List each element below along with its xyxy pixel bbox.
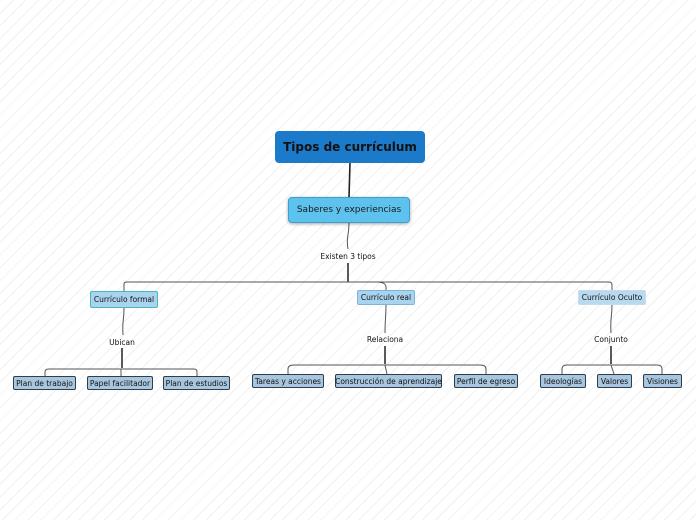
type-node-formal-label: Currículo formal xyxy=(93,295,155,304)
main-node-label: Saberes y experiencias xyxy=(296,205,402,215)
leaf-node-formal-2[interactable]: Papel facilitador xyxy=(87,376,153,390)
connector-real-branch xyxy=(287,364,487,374)
leaf-node-label: Plan de estudios xyxy=(165,378,228,388)
leaf-node-oculto-2[interactable]: Valores xyxy=(597,374,632,388)
connector-formal-relation xyxy=(122,307,125,336)
main-relation-label: Existen 3 tipos xyxy=(320,252,376,261)
connector-oculto-mid xyxy=(610,364,615,375)
connector-type-bus xyxy=(123,281,613,291)
root-node[interactable]: Tipos de currículum xyxy=(275,131,425,163)
leaf-node-real-1[interactable]: Tareas y acciones xyxy=(252,374,324,388)
leaf-node-oculto-1[interactable]: Ideologías xyxy=(540,374,586,388)
type-node-oculto[interactable]: Currículo Oculto xyxy=(578,290,646,305)
type-node-formal[interactable]: Currículo formal xyxy=(90,291,158,308)
formal-relation-label: Ubican xyxy=(109,338,135,347)
connector-main-relation xyxy=(346,222,350,250)
oculto-relation-label: Conjunto xyxy=(594,335,628,344)
leaf-node-formal-3[interactable]: Plan de estudios xyxy=(163,376,230,390)
type-node-real-label: Currículo real xyxy=(360,293,412,302)
leaf-node-label: Papel facilitador xyxy=(89,378,151,388)
leaf-node-label: Valores xyxy=(600,376,629,386)
leaf-node-label: Tareas y acciones xyxy=(255,376,321,386)
root-node-label: Tipos de currículum xyxy=(283,140,417,154)
real-relation-label: Relaciona xyxy=(366,335,404,344)
type-node-real[interactable]: Currículo real xyxy=(357,290,415,305)
leaf-node-formal-1[interactable]: Plan de trabajo xyxy=(13,376,76,390)
leaf-node-label: Construcción de aprendizaje xyxy=(335,376,442,386)
leaf-node-label: Ideologías xyxy=(543,376,583,386)
connector-real-relation xyxy=(384,304,387,334)
leaf-node-label: Perfil de egreso xyxy=(456,376,516,386)
main-node[interactable]: Saberes y experiencias xyxy=(288,197,410,223)
leaf-node-real-3[interactable]: Perfil de egreso xyxy=(454,374,518,388)
leaf-node-oculto-3[interactable]: Visiones xyxy=(643,374,682,388)
leaf-node-label: Visiones xyxy=(647,376,678,386)
connector-oculto-relation xyxy=(610,304,613,334)
connector-oculto-branch xyxy=(561,364,663,374)
connector-to-real xyxy=(375,281,387,290)
connector-real-mid xyxy=(384,364,388,375)
leaf-node-label: Plan de trabajo xyxy=(16,378,73,388)
leaf-node-real-2[interactable]: Construcción de aprendizaje xyxy=(335,374,442,388)
connector-root-main xyxy=(348,162,351,198)
type-node-oculto-label: Currículo Oculto xyxy=(581,293,643,302)
